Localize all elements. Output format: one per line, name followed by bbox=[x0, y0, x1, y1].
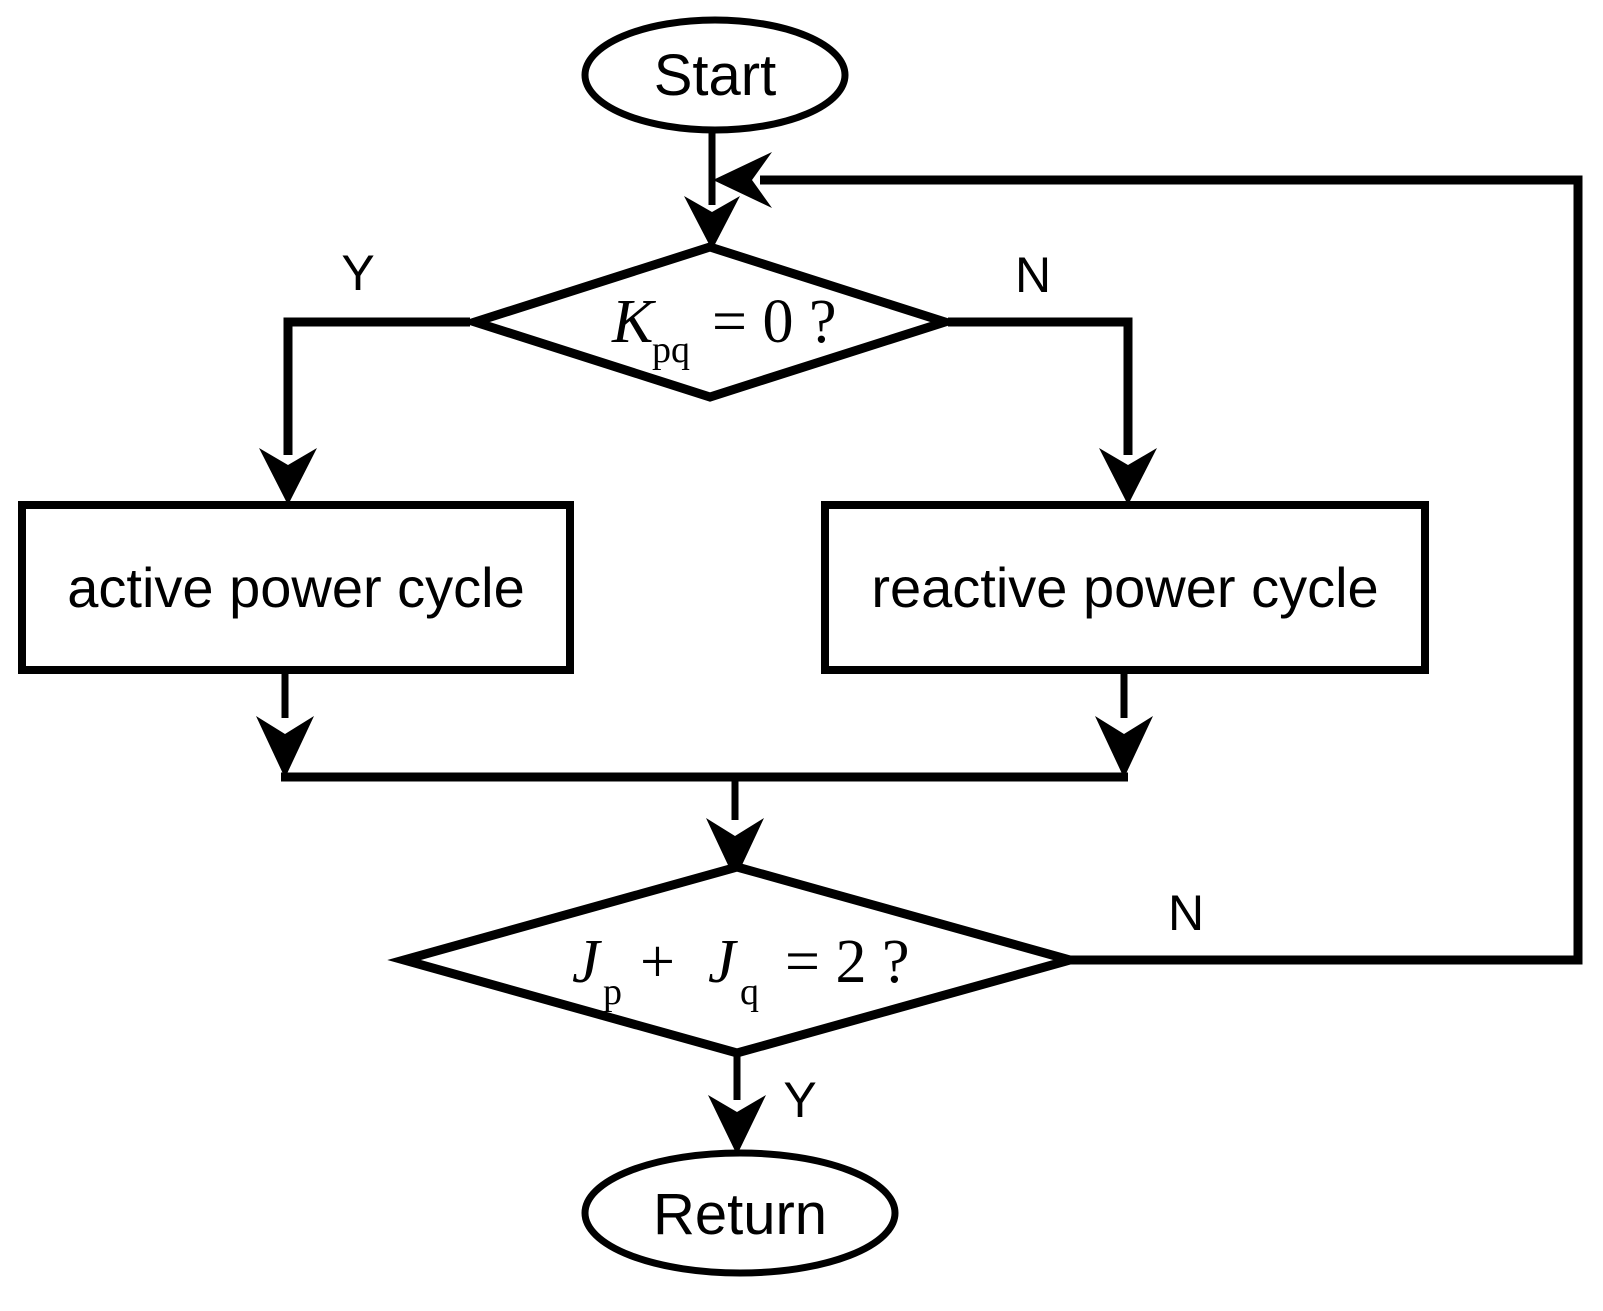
active-power-cycle-box bbox=[18, 501, 574, 674]
arrowhead-down bbox=[708, 1095, 766, 1155]
decision-kpq-label-tail: = 0 ? bbox=[712, 288, 836, 356]
decision-kpq-label-sub: pq bbox=[652, 329, 690, 371]
start-ellipse bbox=[581, 16, 849, 134]
reactive-power-cycle-label: reactive power cycle bbox=[871, 556, 1378, 619]
decision-jpjq-label-j1: J bbox=[572, 928, 602, 996]
node-reactive-power-cycle[interactable]: reactive power cycle bbox=[821, 501, 1429, 674]
node-decision-jpjq[interactable]: J p + J q = 2 ? bbox=[387, 862, 1087, 1058]
decision-jpjq-label-j2: J bbox=[708, 928, 738, 996]
decision-kpq-diamond bbox=[460, 242, 960, 402]
decision-kpq-label-main: K bbox=[611, 288, 657, 356]
edge-active-to-merge bbox=[256, 670, 314, 778]
arrowhead-left bbox=[713, 152, 772, 208]
arrowhead-down bbox=[256, 716, 314, 778]
edge-start-to-decision1 bbox=[684, 128, 740, 250]
arrowhead-down bbox=[706, 818, 764, 880]
decision-jpjq-diamond bbox=[387, 862, 1087, 1058]
arrowhead-down bbox=[1099, 448, 1157, 505]
branch-label-decision2-no: N bbox=[1168, 885, 1204, 941]
branch-label-decision2-yes: Y bbox=[783, 1072, 816, 1128]
edge-decision1-no bbox=[948, 317, 1157, 505]
return-ellipse bbox=[581, 1149, 899, 1277]
start-label: Start bbox=[654, 43, 777, 108]
branch-label-decision1-no: N bbox=[1015, 247, 1051, 303]
arrowhead-down bbox=[259, 448, 317, 505]
arrowhead-down bbox=[684, 196, 740, 250]
node-return[interactable]: Return bbox=[581, 1149, 899, 1277]
edge-merge-to-decision2 bbox=[281, 772, 1128, 880]
decision-jpjq-label-sub2: q bbox=[740, 971, 759, 1013]
active-power-cycle-label: active power cycle bbox=[67, 556, 525, 619]
branch-label-decision1-yes: Y bbox=[341, 245, 374, 301]
decision-jpjq-label-tail: = 2 ? bbox=[785, 928, 909, 996]
edge-decision2-yes bbox=[708, 1053, 766, 1155]
edge-reactive-to-merge bbox=[1095, 670, 1153, 778]
edge-decision1-yes bbox=[259, 317, 470, 505]
node-decision-kpq[interactable]: K pq = 0 ? bbox=[460, 242, 960, 402]
node-start[interactable]: Start bbox=[581, 16, 849, 134]
return-label: Return bbox=[653, 1182, 827, 1247]
decision-jpjq-label-sub1: p bbox=[603, 971, 622, 1013]
reactive-power-cycle-box bbox=[821, 501, 1429, 674]
edge-decision2-no-loop bbox=[713, 152, 1583, 965]
decision-jpjq-label-plus: + bbox=[640, 928, 675, 996]
node-active-power-cycle[interactable]: active power cycle bbox=[18, 501, 574, 674]
arrowhead-down bbox=[1095, 716, 1153, 778]
